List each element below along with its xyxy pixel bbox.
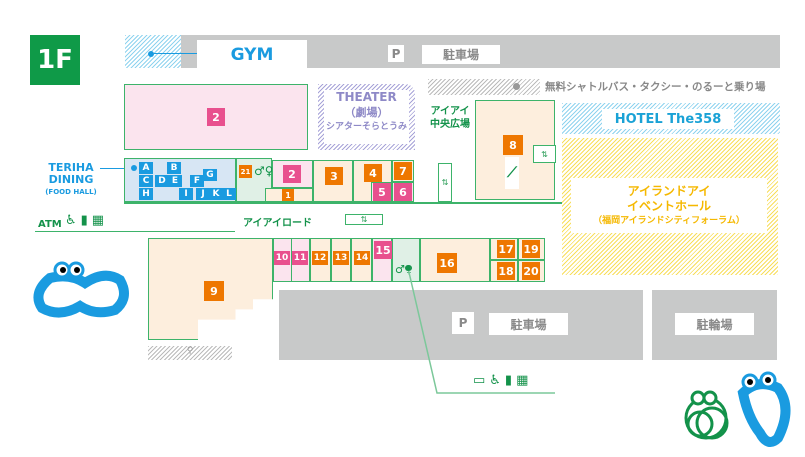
shop-number: 14	[354, 251, 370, 265]
stall-c[interactable]: C	[139, 175, 153, 187]
event-hall-line2: イベントホール	[626, 199, 711, 213]
shop-19[interactable]: 19	[518, 238, 545, 260]
shop-number: 20	[522, 262, 540, 280]
escalator-road: ⇅	[345, 214, 383, 225]
shop-number: 5	[373, 183, 391, 201]
stall-j[interactable]: J	[196, 188, 210, 200]
shop-number: 15	[374, 241, 392, 259]
hotel-label[interactable]: HOTEL The358	[602, 109, 734, 129]
central-plaza-label: アイアイ中央広場	[430, 106, 470, 130]
shop-number: 9	[204, 281, 224, 301]
shop-number: 16	[437, 253, 457, 273]
shop-number: 6	[394, 183, 412, 201]
shop-number: 11	[292, 251, 308, 265]
shuttle-stop-area	[428, 79, 540, 95]
gym-label[interactable]: GYM	[197, 40, 307, 70]
shop-18[interactable]: 18	[490, 260, 518, 282]
shop-10[interactable]: 10	[273, 238, 292, 282]
shop-number: 4	[364, 164, 382, 182]
top-parking-label[interactable]: 駐車場	[422, 45, 500, 64]
food-hall-marker	[131, 165, 137, 171]
shop-number: 8	[503, 135, 523, 155]
facility-icons: ▭♿▮▦	[473, 373, 533, 388]
shop-12[interactable]: 12	[310, 238, 331, 282]
shop-1[interactable]: 1	[265, 188, 313, 202]
shop-number: 18	[497, 262, 515, 280]
shop-2-large[interactable]: 2	[124, 84, 308, 150]
restroom-lower: ♂♀	[392, 238, 420, 282]
atm-label[interactable]: ATM	[38, 219, 62, 230]
shop-11[interactable]: 11	[291, 238, 310, 282]
stall-f[interactable]: F	[190, 175, 204, 187]
gym-leader	[154, 53, 197, 54]
shop-17[interactable]: 17	[490, 238, 518, 260]
theater-label: THEATER （劇場） シアターそらとうみ	[324, 90, 409, 144]
shop-number: 7	[394, 162, 412, 180]
shop-number: 17	[497, 240, 515, 258]
bike-parking-label[interactable]: 駐輪場	[675, 313, 754, 335]
shop-2-small[interactable]: 2	[272, 160, 313, 188]
stall-b[interactable]: B	[167, 162, 181, 174]
shop-number: 10	[274, 251, 290, 265]
theater-sub: （劇場）	[344, 106, 389, 119]
stall-k[interactable]: K	[209, 188, 223, 200]
road-label: アイアイロード	[243, 218, 312, 229]
shop-number: 19	[522, 240, 540, 258]
food-hall[interactable]: A B C D E F G H I J K L	[124, 158, 236, 202]
road-edge-top	[124, 202, 562, 204]
restroom-icon: ♂♀	[254, 164, 274, 178]
elevator-stairs-8: ⇅	[533, 145, 556, 163]
shuttle-marker	[513, 83, 520, 90]
shop-15[interactable]: 15	[372, 238, 392, 282]
road-edge-left	[35, 231, 235, 232]
stall-a[interactable]: A	[139, 162, 153, 174]
event-hall-line3: （福岡アイランドシティフォーラム）	[593, 216, 745, 226]
shop-6[interactable]: 6	[392, 182, 414, 202]
food-hall-leader	[100, 168, 130, 169]
event-hall-label: アイランドアイ イベントホール （福岡アイランドシティフォーラム）	[571, 178, 767, 233]
shop-20[interactable]: 20	[518, 260, 545, 282]
mascot-left-icon	[33, 261, 129, 318]
stall-e[interactable]: E	[168, 175, 182, 187]
accessibility-icons: ♿▮▦	[65, 213, 109, 228]
shuttle-label[interactable]: 無料シャトルバス・タクシー・のるーと乗り場	[545, 81, 766, 93]
escalator-plaza: ⇅	[438, 163, 452, 202]
shop-13[interactable]: 13	[331, 238, 351, 282]
lower-parking-icon: P	[452, 312, 474, 334]
mascot-right-icon	[684, 371, 791, 447]
stall-h[interactable]: H	[139, 188, 153, 200]
shop-3[interactable]: 3	[313, 160, 353, 202]
shop-14[interactable]: 14	[351, 238, 372, 282]
shop-number: 13	[333, 251, 349, 265]
shop-number: 2	[283, 165, 301, 183]
theater-name: シアターそらとうみ	[325, 122, 407, 132]
shop-5[interactable]: 5	[371, 182, 392, 202]
lower-parking-label[interactable]: 駐車場	[489, 313, 568, 335]
event-hall-line1: アイランドアイ	[627, 184, 711, 198]
stall-g[interactable]: G	[203, 169, 217, 181]
floor-badge: 1F	[30, 35, 80, 85]
shop-21[interactable]: 21	[239, 165, 252, 178]
shop-number: 2	[207, 108, 225, 126]
shop-7[interactable]: 7	[392, 160, 414, 182]
stall-d[interactable]: D	[155, 175, 169, 187]
theater-title: THEATER	[336, 90, 397, 104]
stall-l[interactable]: L	[222, 188, 236, 200]
parking-icon: P	[388, 45, 404, 62]
stall-i[interactable]: I	[179, 188, 193, 200]
escalator-icon: ⟋	[505, 157, 519, 189]
bicycle-area: ⚲	[148, 346, 232, 360]
shop-number: 1	[282, 189, 294, 201]
shop-number: 12	[312, 251, 328, 265]
shop-number: 3	[325, 167, 343, 185]
shop-16[interactable]: 16	[420, 238, 490, 282]
gym-marker	[148, 51, 154, 57]
